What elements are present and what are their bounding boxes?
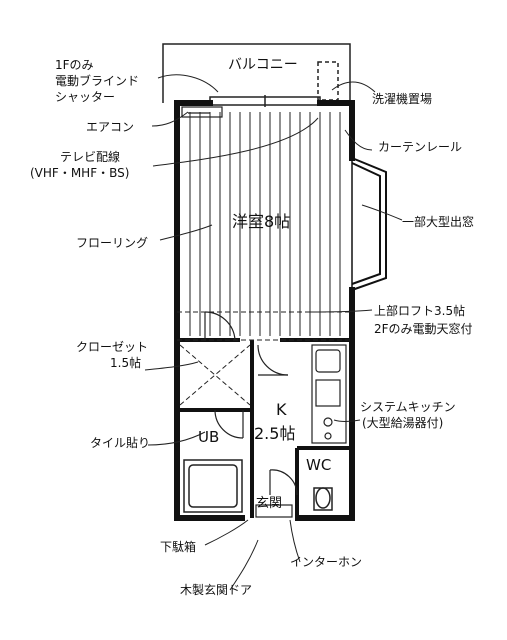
- doors: [204, 311, 298, 496]
- label-closet: クローゼット: [76, 340, 149, 354]
- label-bay-window: 一部大型出窓: [402, 215, 475, 229]
- label-laundry: 洗濯機置場: [372, 92, 433, 106]
- label-aircon: エアコン: [86, 120, 135, 134]
- balcony-outline: [162, 43, 351, 103]
- label-tv-bands: (VHF・MHF・BS): [30, 166, 130, 180]
- loft-dashed: [177, 311, 352, 406]
- bay-window: [351, 157, 387, 291]
- label-balcony: バルコニー: [228, 57, 298, 73]
- label-water-heater: (大型給湯器付): [362, 416, 444, 430]
- room-western: 洋室8帖: [232, 212, 291, 231]
- balcony-window: [209, 95, 321, 107]
- label-1f-only: 1Fのみ: [55, 58, 94, 72]
- shoe-box: [255, 504, 293, 518]
- label-shoe-box: 下駄箱: [160, 540, 197, 554]
- leader-lines: [144, 74, 403, 591]
- toilet: [313, 487, 333, 511]
- label-skylight: 2Fのみ電動天窓付: [374, 322, 473, 336]
- label-intercom: インターホン: [290, 555, 363, 569]
- label-tile: タイル貼り: [90, 436, 151, 450]
- label-wooden-door: 木製玄関ドア: [180, 583, 253, 597]
- label-blind: 電動ブラインド: [55, 74, 140, 88]
- room-kitchen-size: 2.5帖: [254, 424, 296, 443]
- kitchen-unit: [311, 344, 347, 444]
- room-entrance: 玄関: [256, 496, 283, 511]
- label-flooring: フローリング: [76, 236, 149, 250]
- room-kitchen: K: [276, 400, 287, 419]
- label-curtain-rail: カーテンレール: [378, 140, 463, 154]
- label-tv-wiring: テレビ配線: [60, 150, 121, 164]
- flooring-stripes: [189, 112, 341, 336]
- room-unit-bath: UB: [198, 428, 220, 446]
- label-closet-size: 1.5帖: [110, 356, 142, 370]
- label-system-kitchen: システムキッチン: [360, 400, 456, 414]
- bathtub: [183, 459, 243, 513]
- label-loft: 上部ロフト3.5帖: [374, 304, 466, 318]
- aircon-symbol: [181, 106, 223, 118]
- room-wc: WC: [306, 456, 332, 474]
- label-shutter: シャッター: [55, 90, 116, 104]
